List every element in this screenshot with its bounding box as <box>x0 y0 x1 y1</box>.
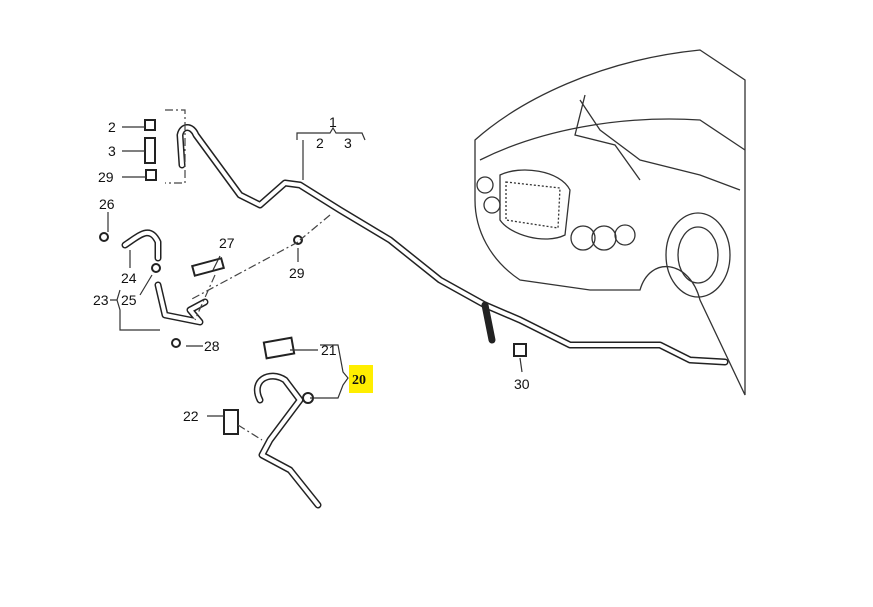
callout-26: 26 <box>99 196 115 212</box>
callout-25: 25 <box>121 292 137 308</box>
callout-1-sub-3: 3 <box>344 135 352 151</box>
callout-1: 1 <box>329 114 337 130</box>
highlight-box <box>349 365 373 393</box>
callout-20: 20 <box>352 373 366 388</box>
callout-21: 21 <box>321 342 337 358</box>
washer-hose-assembly <box>99 119 729 509</box>
callout-29-mid: 29 <box>289 265 305 281</box>
callout-1-sub-2: 2 <box>316 135 324 151</box>
callout-2: 2 <box>108 119 116 135</box>
leader-lines <box>107 109 523 441</box>
callout-28: 28 <box>204 338 220 354</box>
car-illustration <box>474 49 746 396</box>
callout-24: 24 <box>121 270 137 286</box>
callout-29-left: 29 <box>98 169 114 185</box>
callout-30: 30 <box>514 376 530 392</box>
callout-labels: 1 2 3 2 3 29 26 27 29 24 23 25 28 21 20 … <box>93 114 530 424</box>
callout-23: 23 <box>93 292 109 308</box>
callout-27: 27 <box>219 235 235 251</box>
callout-22: 22 <box>183 408 199 424</box>
callout-3: 3 <box>108 143 116 159</box>
